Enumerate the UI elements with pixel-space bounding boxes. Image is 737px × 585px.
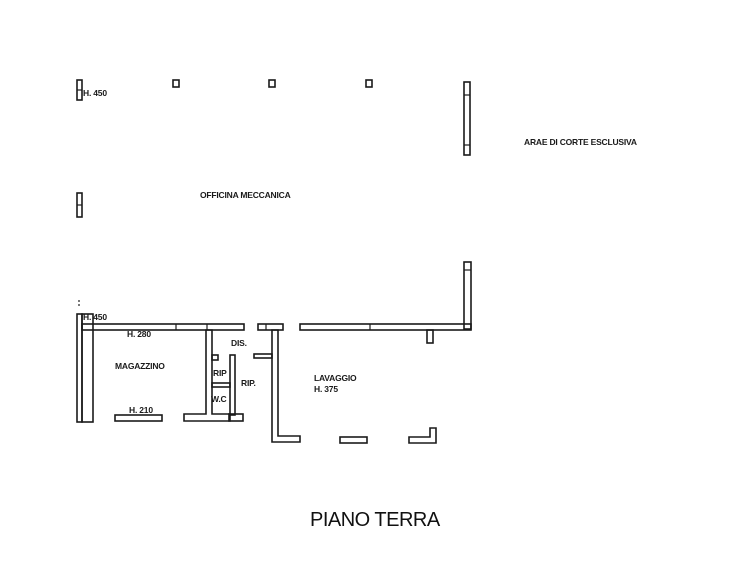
room-label-lavaggio: LAVAGGIO bbox=[314, 373, 357, 383]
height-label-magazzino-top: H. 280 bbox=[127, 329, 151, 339]
wall-right-vertical bbox=[463, 261, 472, 330]
height-label-top-left: H. 450 bbox=[83, 88, 107, 98]
wall-lavaggio-left bbox=[271, 329, 301, 443]
room-label-magazzino: MAGAZZINO bbox=[115, 361, 165, 371]
wall-dis-top bbox=[257, 323, 284, 331]
wall-lavaggio-bottom-right bbox=[408, 427, 437, 444]
room-label-rip-left: RIP bbox=[213, 368, 227, 378]
pillar-top-1 bbox=[172, 79, 180, 88]
wall-magazzino-left-inner bbox=[81, 313, 94, 423]
wall-dis-inner bbox=[253, 353, 273, 359]
wall-rip-top bbox=[211, 354, 219, 361]
wall-lavaggio-top bbox=[299, 323, 472, 331]
room-label-wc: W.C bbox=[211, 394, 227, 404]
wall-magazzino-bottom bbox=[114, 414, 163, 422]
wall-rip-partition bbox=[211, 382, 231, 388]
plan-title: PIANO TERRA bbox=[310, 509, 440, 531]
pillar-top-3 bbox=[365, 79, 373, 88]
room-label-corte: ARAE DI CORTE ESCLUSIVA bbox=[524, 137, 637, 147]
wall-service-bottom-right bbox=[228, 413, 244, 422]
wall-lavaggio-bottom-mid bbox=[339, 436, 368, 444]
pillar-lavaggio-top bbox=[426, 329, 434, 344]
room-label-lavaggio-height: H. 375 bbox=[314, 384, 338, 394]
mark-dot-1 bbox=[78, 300, 80, 302]
wall-magazzino-top bbox=[81, 323, 245, 331]
pillar-top-2 bbox=[268, 79, 276, 88]
room-label-rip-right: RIP. bbox=[241, 378, 256, 388]
mark-dot-2 bbox=[78, 304, 80, 306]
height-label-magazzino-bottom: H. 210 bbox=[129, 405, 153, 415]
height-label-mid-left: H. 450 bbox=[83, 312, 107, 322]
wall-top-right bbox=[463, 81, 471, 156]
room-label-dis: DIS. bbox=[231, 338, 247, 348]
room-label-officina: OFFICINA MECCANICA bbox=[200, 190, 291, 200]
